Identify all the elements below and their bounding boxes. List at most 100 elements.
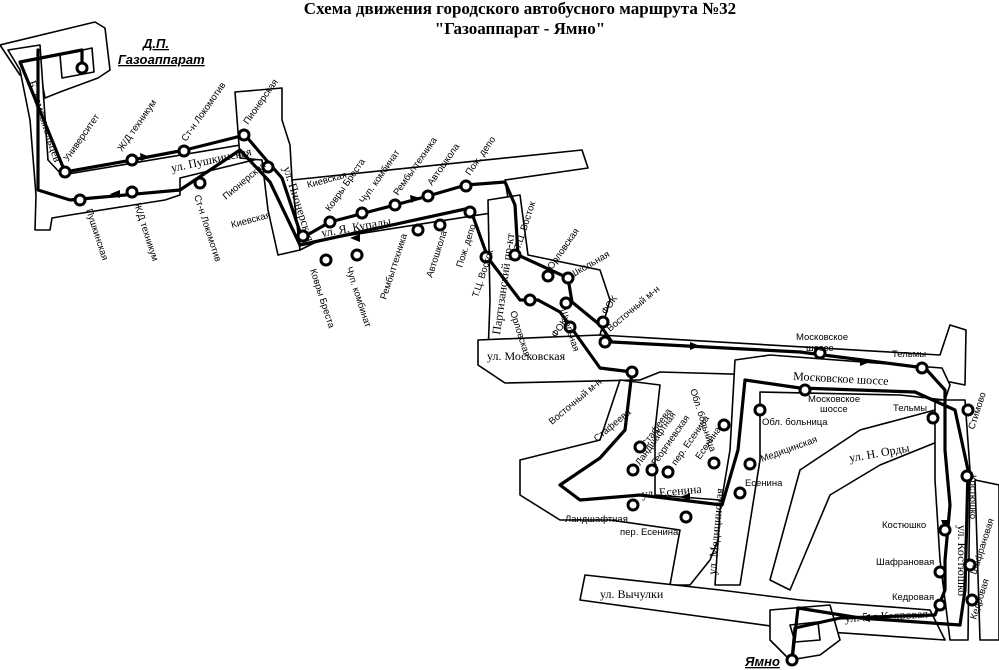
stop-label-obl-bolnitsa-b: Обл. больница <box>762 417 828 428</box>
stop-marker-chup-a <box>355 206 369 220</box>
stop-label-per-esenina-b: пер. Есенина <box>620 527 679 538</box>
stop-marker-vostochny-a <box>598 335 612 349</box>
stop-label-zhd-tekhnikum-a: Ж/Д техникум <box>115 98 159 154</box>
ya-kupaly-block <box>291 149 589 251</box>
stop-marker-pionerskaya-a <box>237 128 251 142</box>
stop-marker-tts-b <box>508 248 522 262</box>
stop-marker-pozh-a <box>459 179 473 193</box>
stop-label-telmy-b: Тельмы <box>893 403 927 414</box>
terminal-start-line1: Д.П. <box>142 36 169 51</box>
stop-marker-remb-a <box>388 198 402 212</box>
stop-label-chup-b: Чуп. комбинат <box>343 266 373 330</box>
street-outlines <box>0 21 999 661</box>
stop-label-avto-b: Автошкола <box>424 229 450 279</box>
stops <box>58 61 979 667</box>
stop-marker-shafranovaya-b <box>963 558 977 572</box>
street-label-vychulki: ул. Вычулки <box>600 587 664 601</box>
stop-marker-shkol-a <box>559 296 573 310</box>
street-label-kostyushko: ул. Костюшко <box>955 525 969 596</box>
stop-marker-gazoapparat <box>75 61 89 75</box>
stop-marker-orlov-a <box>523 293 537 307</box>
stop-label-zhd-tekhnikum-b: Ж/Д техникум <box>131 202 160 263</box>
street-label-esenina: ул. Есенина <box>641 482 703 501</box>
stop-label-mosk-shosse-a2: шоссе <box>806 343 834 354</box>
stop-marker-stimovo <box>961 403 975 417</box>
stop-marker-telmy-b <box>926 411 940 425</box>
stop-marker-fok-b <box>596 315 610 329</box>
stop-marker-landshaftnaya-b <box>626 498 640 512</box>
stop-marker-zhd-tekhnikum-b <box>125 185 139 199</box>
vychulki-block <box>579 574 946 641</box>
stop-marker-kostyushko-a <box>960 469 974 483</box>
stop-marker-avto-a <box>421 189 435 203</box>
map-title-line1: Схема движения городского автобусного ма… <box>304 0 736 18</box>
stop-marker-chup-b <box>350 248 364 262</box>
stop-label-kievskaya-a: Киевская <box>230 210 272 231</box>
stop-label-mosk-shosse-b2: шоссе <box>820 404 848 415</box>
stop-label-pozh-b: Пож. депо <box>454 223 478 269</box>
route-forward <box>18 48 952 662</box>
stop-label-kovry-b: Ковры Бреста <box>307 268 337 331</box>
stop-marker-stafeeva <box>633 440 647 454</box>
stop-marker-kedrovaya-b <box>965 593 979 607</box>
stop-marker-kievskaya-a <box>296 229 310 243</box>
stop-marker-remb-b <box>411 223 425 237</box>
stop-label-mosk-shosse-a1: Московское <box>796 332 848 343</box>
stop-marker-universitet <box>58 165 72 179</box>
arrow-icon <box>860 614 870 622</box>
stop-marker-meditsinskaya <box>743 457 757 471</box>
direction-arrows <box>110 153 949 622</box>
map-title-line2: "Газоаппарат - Ямно" <box>435 19 605 38</box>
arrow-icon <box>350 234 360 242</box>
stop-marker-kovry-a <box>323 215 337 229</box>
stop-marker-mosk-shosse-a <box>813 346 827 360</box>
terminal-end: Ямно <box>744 654 780 669</box>
stop-marker-per-esenina-a <box>661 465 675 479</box>
moskovskoe-shosse-block <box>714 354 951 586</box>
stop-marker-kovry-b <box>319 253 333 267</box>
stop-label-telmy-a: Тельмы <box>892 349 926 360</box>
stop-label-mosk-shosse-b1: Московское <box>808 394 860 405</box>
stop-marker-obl-bolnitsa-b <box>753 403 767 417</box>
stop-label-shafranovaya-a: Шафрановая <box>876 557 934 568</box>
stop-marker-kedrovaya-a <box>933 598 947 612</box>
stop-marker-shafranovaya-a <box>933 565 947 579</box>
stop-marker-landshaftnaya-a <box>626 463 640 477</box>
stop-marker-orlov-b <box>541 269 555 283</box>
stop-label-vostochny-a: Восточный м-н <box>547 377 604 428</box>
stop-label-pushkinskaya-b: Пушкинская <box>83 208 110 262</box>
stop-marker-vostochny-b <box>625 365 639 379</box>
stop-marker-avto-b <box>433 218 447 232</box>
stop-marker-yamno <box>785 653 799 667</box>
stop-marker-lokomotiv-a <box>177 144 191 158</box>
arrow-icon <box>410 195 420 203</box>
arrow-icon <box>140 153 150 161</box>
stop-label-lokomotiv-b: Ст-н Локомотив <box>191 194 223 264</box>
stop-marker-esenina-a <box>707 456 721 470</box>
street-label-moskovskoe-shosse: Московское шоссе <box>793 369 889 388</box>
arrow-icon <box>680 493 690 501</box>
stop-label-landshaftnaya-b: Ландшафтная <box>565 514 628 525</box>
arrow-icon <box>690 342 700 350</box>
stop-marker-shkol-b <box>561 271 575 285</box>
stop-marker-tts-a <box>479 250 493 264</box>
kostyushko-side-block <box>974 479 999 641</box>
stop-marker-georgievskaya <box>645 463 659 477</box>
stop-marker-obl-bolnitsa-a <box>717 418 731 432</box>
stop-marker-telmy-a <box>915 361 929 375</box>
stop-marker-pionerskaya-b <box>261 160 275 174</box>
stop-marker-pozh-b <box>463 205 477 219</box>
stop-marker-per-esenina-b <box>679 510 693 524</box>
stop-marker-esenina-b <box>733 486 747 500</box>
stop-label-meditsinskaya: Медицинская <box>759 434 819 465</box>
stop-label-kostyushko-a: Костюшко <box>967 475 978 519</box>
stop-marker-mosk-shosse-b <box>798 383 812 397</box>
pushkinskaya-block <box>7 44 263 231</box>
stop-label-remb-b: Рембыттехника <box>378 232 410 301</box>
stop-label-kedrovaya-a: Кедровая <box>892 592 934 603</box>
stop-marker-zhd-tekhnikum-a <box>125 153 139 167</box>
stop-marker-kostyushko-b <box>938 523 952 537</box>
arrow-icon <box>110 190 120 198</box>
stop-label-universitet: Университет <box>61 112 102 164</box>
